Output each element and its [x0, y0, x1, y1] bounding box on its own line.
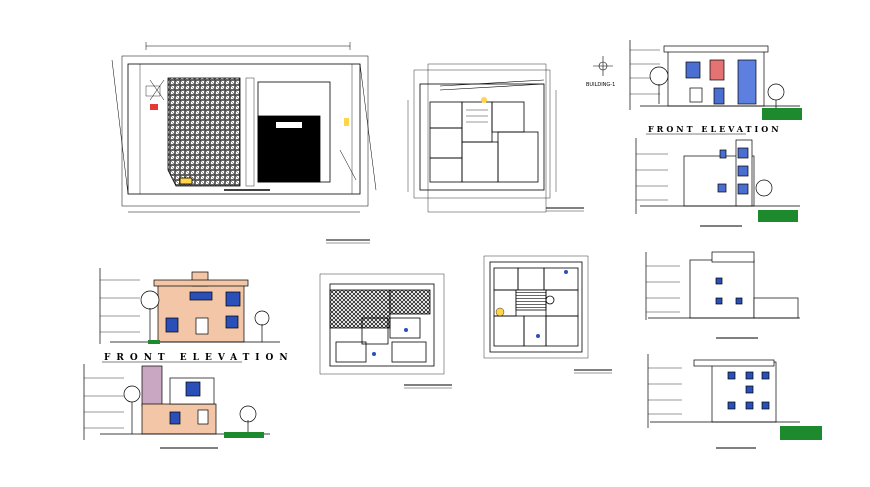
- rear-elevation: [645, 251, 800, 320]
- side-elevation-1: [635, 138, 800, 222]
- floor-plan-3: [483, 255, 589, 359]
- floor-plan-1-caption: [546, 207, 584, 212]
- front-elevation-classic: [99, 268, 280, 344]
- site-plan-caption: [326, 239, 370, 244]
- side-elevation-classic: [83, 364, 270, 440]
- floor-plan-2: [319, 273, 445, 375]
- front-elevation-title-bottom: FRONT ELEVATION: [104, 353, 294, 363]
- building-label: BUILDING-1: [586, 82, 615, 88]
- side-elevation-2: [647, 354, 822, 440]
- front-elevation-title-top: FRONT ELEVATION: [648, 124, 782, 134]
- north-arrow-icon: [593, 56, 613, 76]
- floor-plan-1: [407, 63, 557, 213]
- front-elevation-modern: [629, 40, 802, 120]
- site-plan: [111, 42, 377, 213]
